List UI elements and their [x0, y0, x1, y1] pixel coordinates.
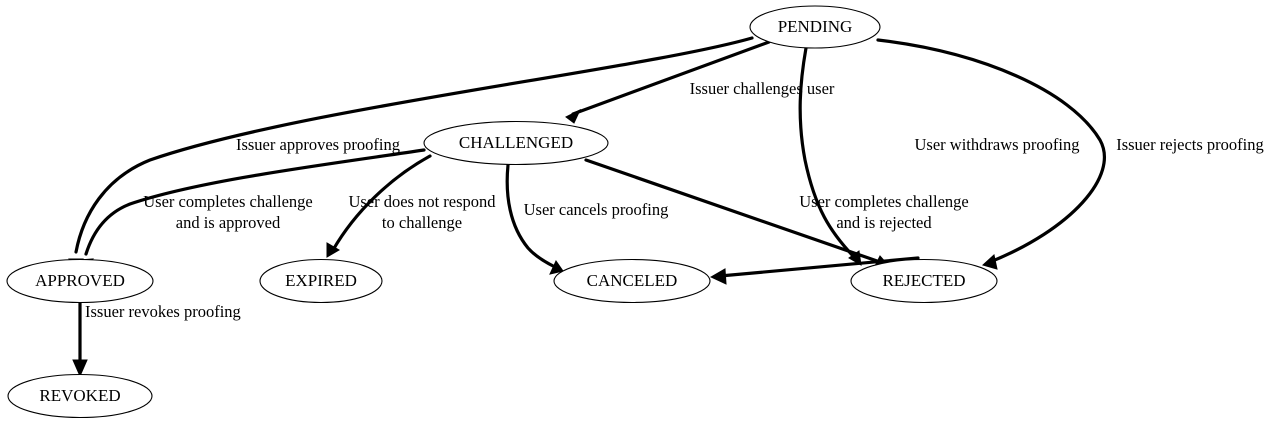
- node-rejected-ellipse[interactable]: [850, 258, 998, 304]
- edge-challenged-canceled: User cancels proofing: [505, 163, 669, 275]
- node-pending[interactable]: PENDING: [749, 5, 881, 49]
- node-expired[interactable]: EXPIRED: [259, 258, 383, 304]
- edge-pending-challenged-label: Issuer challenges user: [690, 79, 835, 98]
- node-rejected-label: REJECTED: [882, 271, 965, 290]
- edge-withdraw-into-canceled-path: [718, 256, 920, 278]
- node-canceled-label: CANCELED: [587, 271, 678, 290]
- edge-approved-revoked-arrowhead: [72, 359, 88, 378]
- edge-pending-rejected-path: [876, 38, 1106, 264]
- edge-challenged-approved-label-line2: and is approved: [176, 213, 281, 232]
- node-challenged-label: CHALLENGED: [459, 133, 573, 152]
- node-canceled-ellipse[interactable]: [553, 258, 711, 304]
- edge-challenged-approved-label-line1: User completes challenge: [143, 192, 313, 211]
- edge-challenged-expired-label-line2: to challenge: [382, 213, 462, 232]
- edge-pending-approved: Issuer approves proofing: [68, 36, 754, 274]
- node-revoked-label: REVOKED: [39, 386, 120, 405]
- node-canceled[interactable]: CANCELED: [553, 258, 711, 304]
- edge-pending-canceled-label: User withdraws proofing: [915, 135, 1080, 154]
- edge-challenged-rejected-path: [584, 158, 882, 264]
- edge-challenged-canceled-label: User cancels proofing: [524, 200, 669, 219]
- edge-pending-canceled-path: [798, 46, 857, 260]
- node-rejected[interactable]: REJECTED: [850, 258, 998, 304]
- edge-pending-canceled: User withdraws proofing: [798, 46, 1080, 266]
- node-approved-ellipse[interactable]: [6, 258, 154, 304]
- edge-challenged-expired-arrowhead: [326, 242, 340, 258]
- edge-challenged-expired-path: [331, 154, 432, 252]
- node-revoked[interactable]: REVOKED: [7, 373, 153, 419]
- node-challenged-ellipse[interactable]: [423, 120, 609, 166]
- edge-pending-rejected: Issuer rejects proofing: [876, 38, 1264, 270]
- node-approved[interactable]: APPROVED: [6, 258, 154, 304]
- edge-pending-challenged-path: [571, 40, 771, 116]
- node-revoked-ellipse[interactable]: [7, 373, 153, 419]
- edge-approved-revoked: Issuer revokes proofing: [72, 301, 241, 378]
- edge-challenged-approved: User completes challenge and is approved: [78, 148, 426, 274]
- edge-pending-rejected-label: Issuer rejects proofing: [1116, 135, 1264, 154]
- edge-challenged-canceled-path: [505, 163, 557, 269]
- edge-challenged-canceled-arrowhead: [549, 260, 564, 275]
- edge-challenged-expired: User does not respond to challenge: [326, 154, 496, 258]
- node-approved-label: APPROVED: [35, 271, 125, 290]
- edge-challenged-approved-path: [84, 148, 426, 256]
- edge-approved-revoked-label: Issuer revokes proofing: [85, 302, 241, 321]
- node-pending-ellipse[interactable]: [749, 5, 881, 49]
- edge-challenged-expired-label-line1: User does not respond: [348, 192, 496, 211]
- edge-pending-challenged: Issuer challenges user: [565, 40, 835, 124]
- edge-pending-rejected-arrowhead: [981, 254, 998, 270]
- edge-pending-challenged-arrowhead: [565, 108, 582, 124]
- node-pending-label: PENDING: [778, 17, 853, 36]
- node-challenged[interactable]: CHALLENGED: [423, 120, 609, 166]
- edge-pending-approved-label: Issuer approves proofing: [236, 135, 400, 154]
- edge-challenged-rejected-label-line1: User completes challenge: [799, 192, 969, 211]
- edge-pending-approved-path: [74, 36, 754, 254]
- edge-challenged-rejected-label-line2: and is rejected: [836, 213, 932, 232]
- node-expired-ellipse[interactable]: [259, 258, 383, 304]
- edge-withdraw-into-canceled-arrowhead: [709, 268, 727, 285]
- node-expired-label: EXPIRED: [285, 271, 357, 290]
- edge-withdraw-into-canceled: [709, 256, 920, 285]
